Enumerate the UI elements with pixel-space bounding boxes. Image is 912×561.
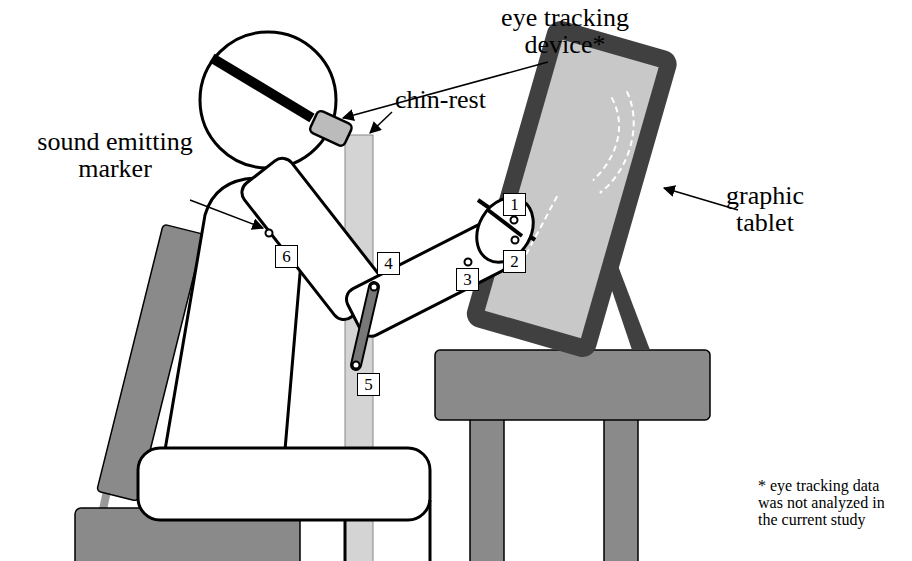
- marker-label: sound emitting marker: [20, 128, 210, 183]
- callout-number: 6: [276, 248, 297, 265]
- chin-rest-label: chin-rest: [395, 86, 515, 113]
- callout-box: 4: [377, 252, 400, 275]
- callout-number: 4: [378, 255, 399, 272]
- callout-number: 5: [358, 376, 379, 393]
- footnote: * eye tracking data was not analyzed in …: [758, 478, 908, 528]
- tablet-label: graphic tablet: [700, 182, 830, 237]
- callout-box: 3: [456, 268, 479, 291]
- callout-box: 1: [503, 193, 526, 216]
- callout-box: 6: [275, 245, 298, 268]
- callout-number: 1: [504, 196, 525, 213]
- callout-box: 2: [503, 250, 526, 273]
- callout-number: 2: [504, 253, 525, 270]
- callout-box: 5: [357, 373, 380, 396]
- device-label: eye tracking device*: [470, 4, 660, 59]
- callout-number: 3: [457, 271, 478, 288]
